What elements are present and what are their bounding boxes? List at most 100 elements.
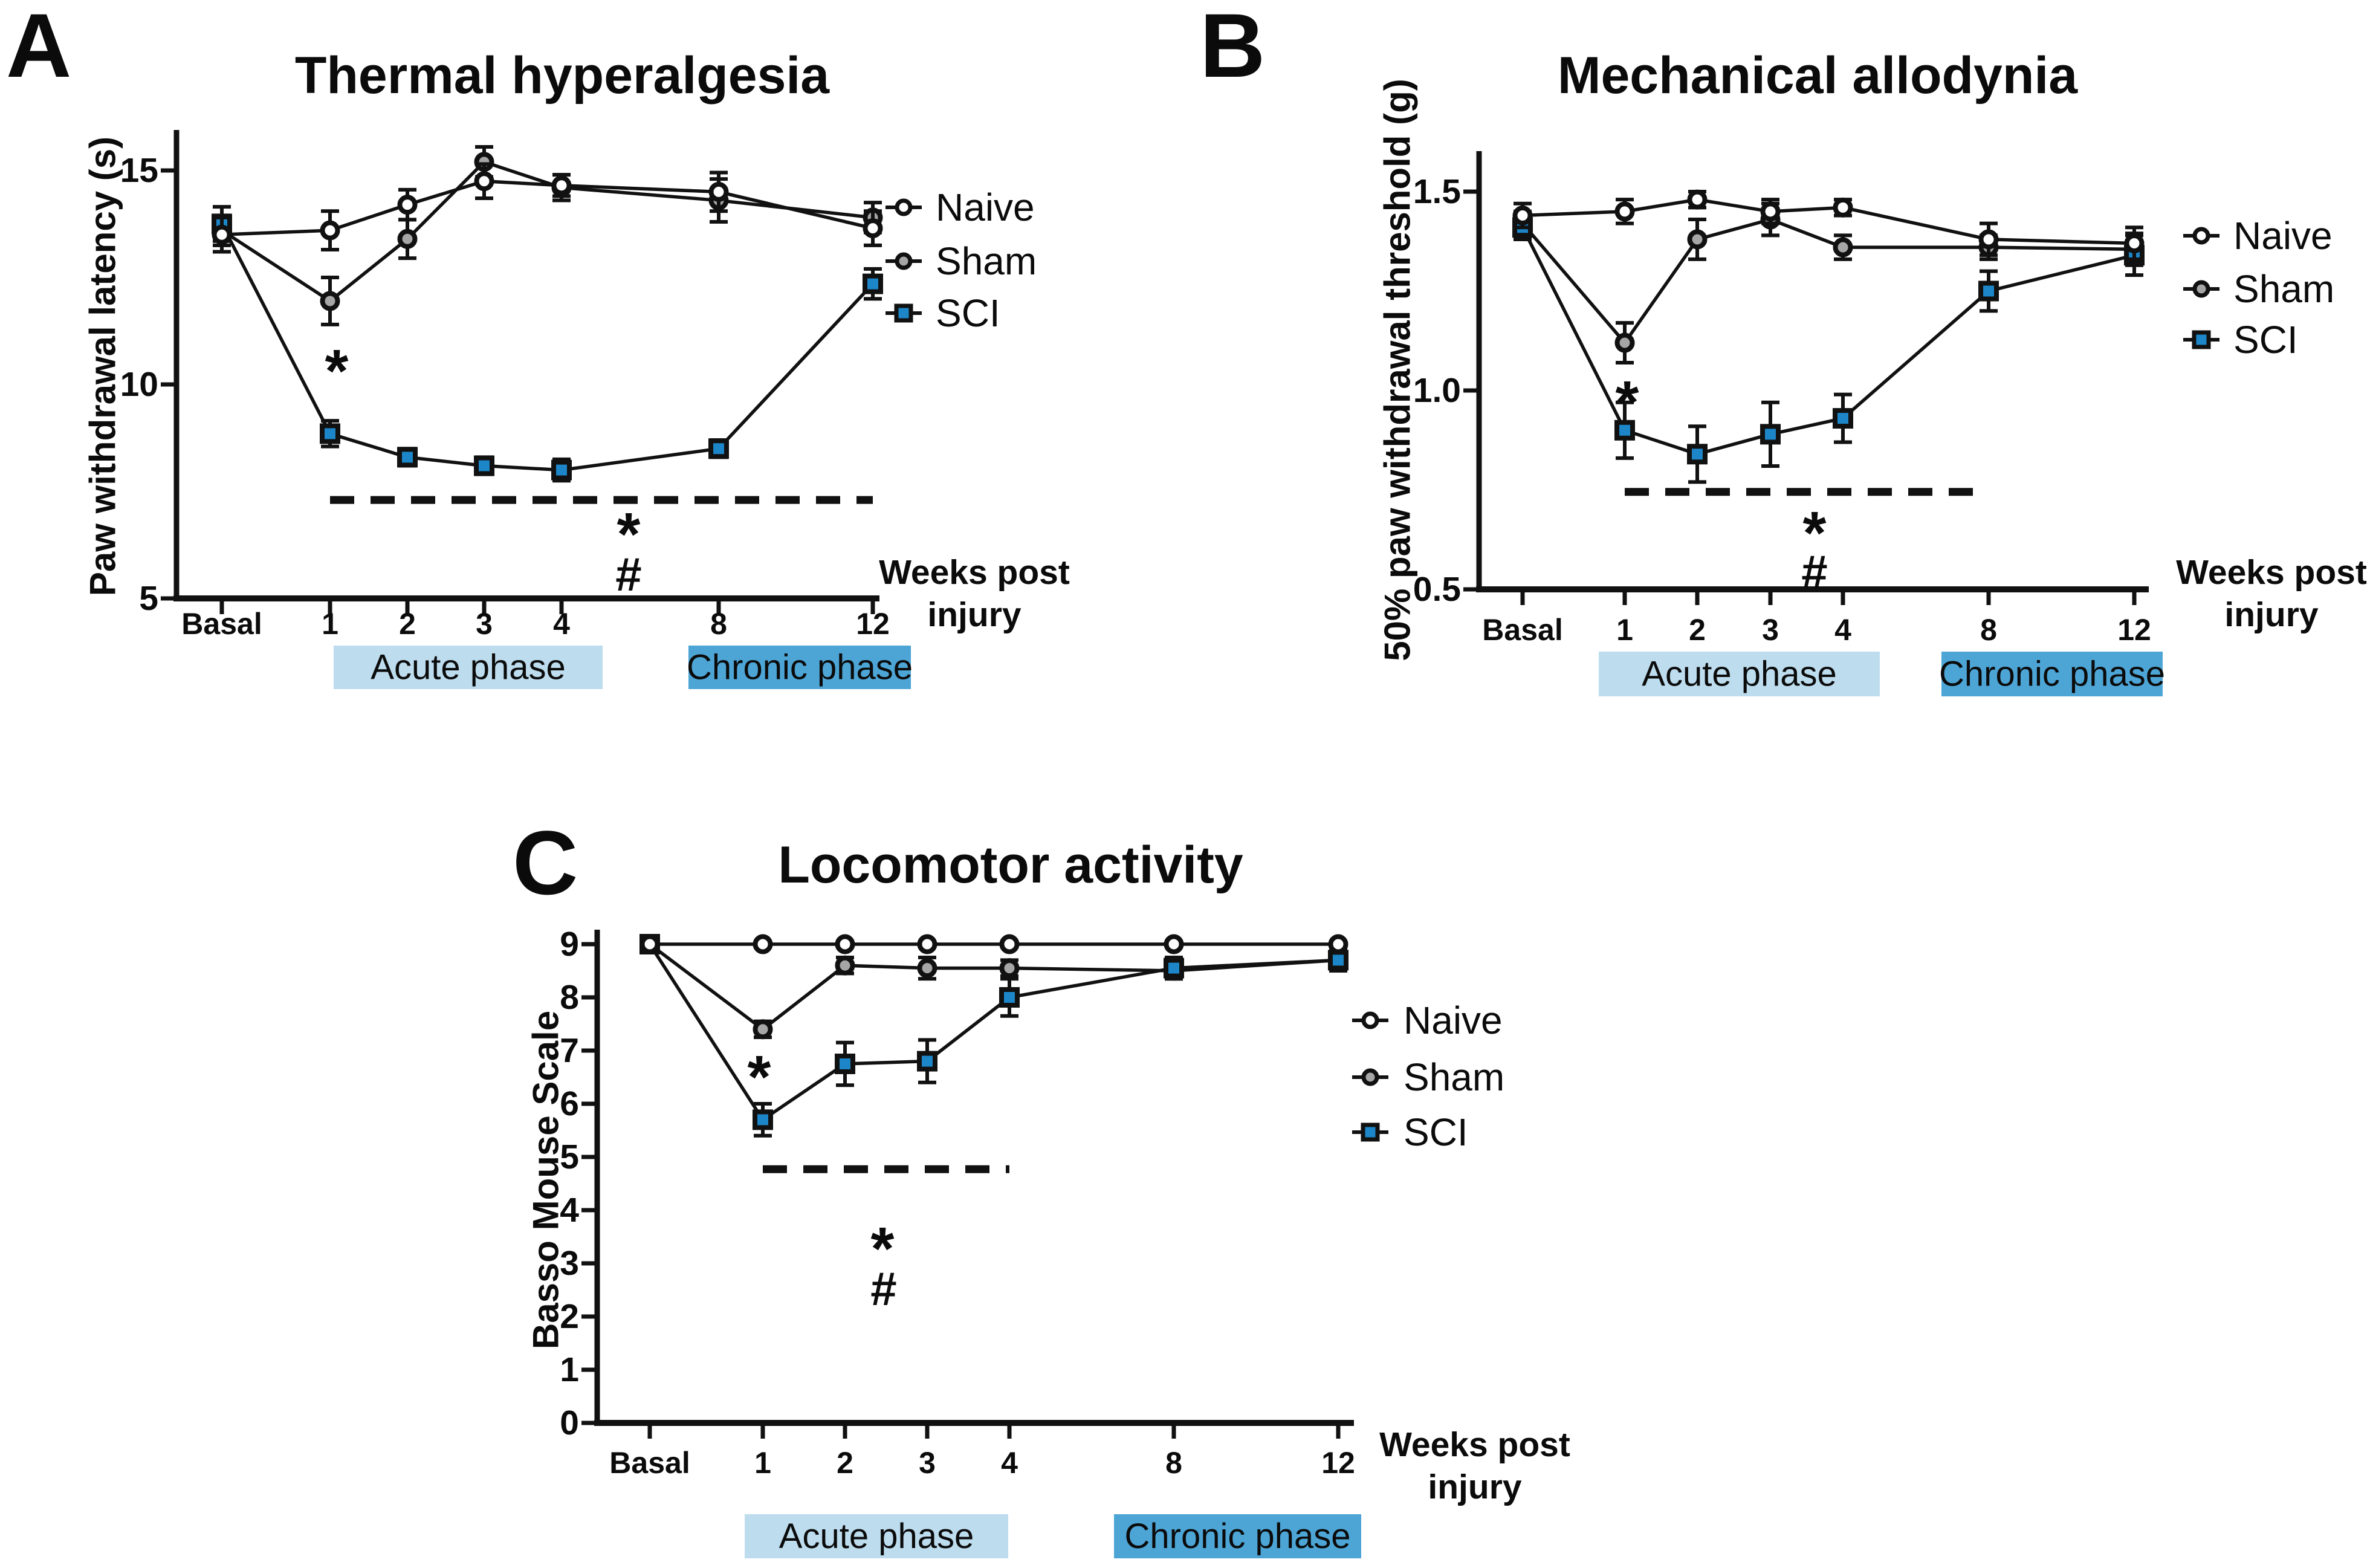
x-tick-label: 8 — [1980, 613, 1997, 647]
significance-symbol: # — [870, 1262, 896, 1315]
data-point-square — [1833, 408, 1853, 429]
phase-band-label: Chronic phase — [1125, 1517, 1351, 1556]
legend-label: SCI — [2233, 318, 2298, 361]
x-tick-label: 4 — [1001, 1446, 1018, 1480]
legend-label: Naive — [936, 186, 1035, 229]
data-point-circle — [835, 934, 855, 954]
data-point-square — [835, 1054, 855, 1074]
data-point-circle — [212, 224, 232, 245]
panel-A-phase-band-chronic: Chronic phase — [687, 646, 913, 689]
phase-band-rect — [1941, 652, 2163, 696]
data-point-circle — [320, 291, 340, 311]
x-tick-label: 1 — [322, 607, 338, 641]
x-axis-caption: Weeks post — [2176, 553, 2367, 592]
y-tick-label: 1 — [560, 1350, 579, 1389]
legend-marker-square — [894, 303, 913, 323]
phase-band-label: Acute phase — [1642, 655, 1836, 694]
phase-band-rect — [334, 646, 603, 689]
y-tick-label: 5 — [560, 1138, 579, 1176]
data-point-square — [320, 423, 340, 444]
data-point-circle — [708, 181, 729, 202]
x-tick-label: 4 — [1834, 613, 1851, 647]
data-point-square — [1978, 280, 1999, 302]
x-axis-caption: injury — [927, 595, 1021, 634]
data-point-square — [708, 438, 729, 459]
x-tick-label: 1 — [1616, 613, 1633, 647]
series-markers-naive — [639, 934, 1349, 954]
data-point-square — [1614, 420, 1635, 441]
series-markers-sham — [1512, 201, 2145, 364]
y-tick-label: 10 — [120, 365, 158, 404]
significance-symbol: * — [325, 337, 349, 405]
data-point-circle — [1164, 934, 1184, 954]
data-point-square — [551, 459, 572, 481]
phase-band-label: Acute phase — [779, 1517, 974, 1556]
y-tick-label: 4 — [560, 1191, 579, 1229]
x-axis-caption: injury — [1428, 1468, 1521, 1506]
legend-marker-circle — [2192, 227, 2210, 245]
legend-marker-circle — [1361, 1068, 1379, 1086]
data-point-circle — [551, 175, 572, 196]
data-point-square — [474, 455, 494, 476]
series-markers-naive — [1512, 189, 2145, 261]
series-line-naive — [1522, 198, 2135, 245]
y-tick-label: 6 — [560, 1084, 579, 1123]
significance-symbol: * — [617, 501, 641, 568]
y-tick-label: 2 — [560, 1297, 579, 1336]
data-point-square — [917, 1051, 937, 1072]
y-tick-label: 0.5 — [1413, 570, 1461, 609]
legend-label: SCI — [936, 291, 1000, 335]
x-tick-label: Basal — [1482, 613, 1562, 647]
data-point-circle — [397, 195, 418, 215]
data-point-circle — [2124, 233, 2145, 254]
x-tick-label: 3 — [476, 607, 493, 641]
panel-c-title: Locomotor activity — [778, 836, 1243, 894]
phase-band-label: Chronic phase — [1939, 655, 2165, 694]
x-axis-caption: Weeks post — [879, 553, 1070, 592]
data-point-circle — [397, 228, 418, 249]
legend-marker-circle — [1361, 1011, 1379, 1029]
x-tick-label: 8 — [1165, 1446, 1182, 1480]
legend-marker-square — [1361, 1123, 1380, 1142]
y-tick-label: 15 — [120, 151, 158, 190]
series-markers-naive — [212, 162, 883, 254]
phase-band-rect — [688, 646, 911, 689]
x-axis-caption: injury — [2224, 595, 2318, 634]
x-tick-label: 3 — [1762, 613, 1779, 647]
phase-band-label: Chronic phase — [687, 648, 913, 687]
legend-marker-circle — [2192, 280, 2210, 298]
legend-label: Sham — [2233, 267, 2334, 311]
panel-a-y-axis-label: Paw withdrawal latency (s) — [82, 136, 123, 597]
data-point-circle — [999, 958, 1020, 979]
legend-marker-circle — [895, 252, 913, 270]
data-point-circle — [1328, 934, 1349, 954]
panel-c-letter: C — [513, 812, 578, 913]
significance-symbol: # — [1801, 545, 1827, 598]
x-tick-label: 3 — [919, 1446, 936, 1480]
series-line-sci — [220, 223, 875, 472]
legend-marker-circle — [895, 198, 913, 216]
x-tick-label: 12 — [1321, 1446, 1355, 1480]
y-tick-label: 7 — [560, 1031, 579, 1070]
data-point-circle — [1687, 189, 1708, 210]
data-point-circle — [474, 171, 494, 192]
series-markers-sci — [1512, 213, 2145, 484]
data-point-circle — [835, 955, 855, 976]
x-tick-label: 2 — [1689, 613, 1706, 647]
legend-label: Sham — [936, 239, 1037, 283]
data-point-circle — [1833, 197, 1853, 218]
data-point-circle — [1614, 332, 1635, 353]
significance-symbol: * — [871, 1215, 895, 1283]
panel-C-phase-band-acute: Acute phase — [745, 1514, 1008, 1558]
data-point-circle — [863, 218, 883, 239]
panel-a-letter: A — [6, 0, 72, 96]
